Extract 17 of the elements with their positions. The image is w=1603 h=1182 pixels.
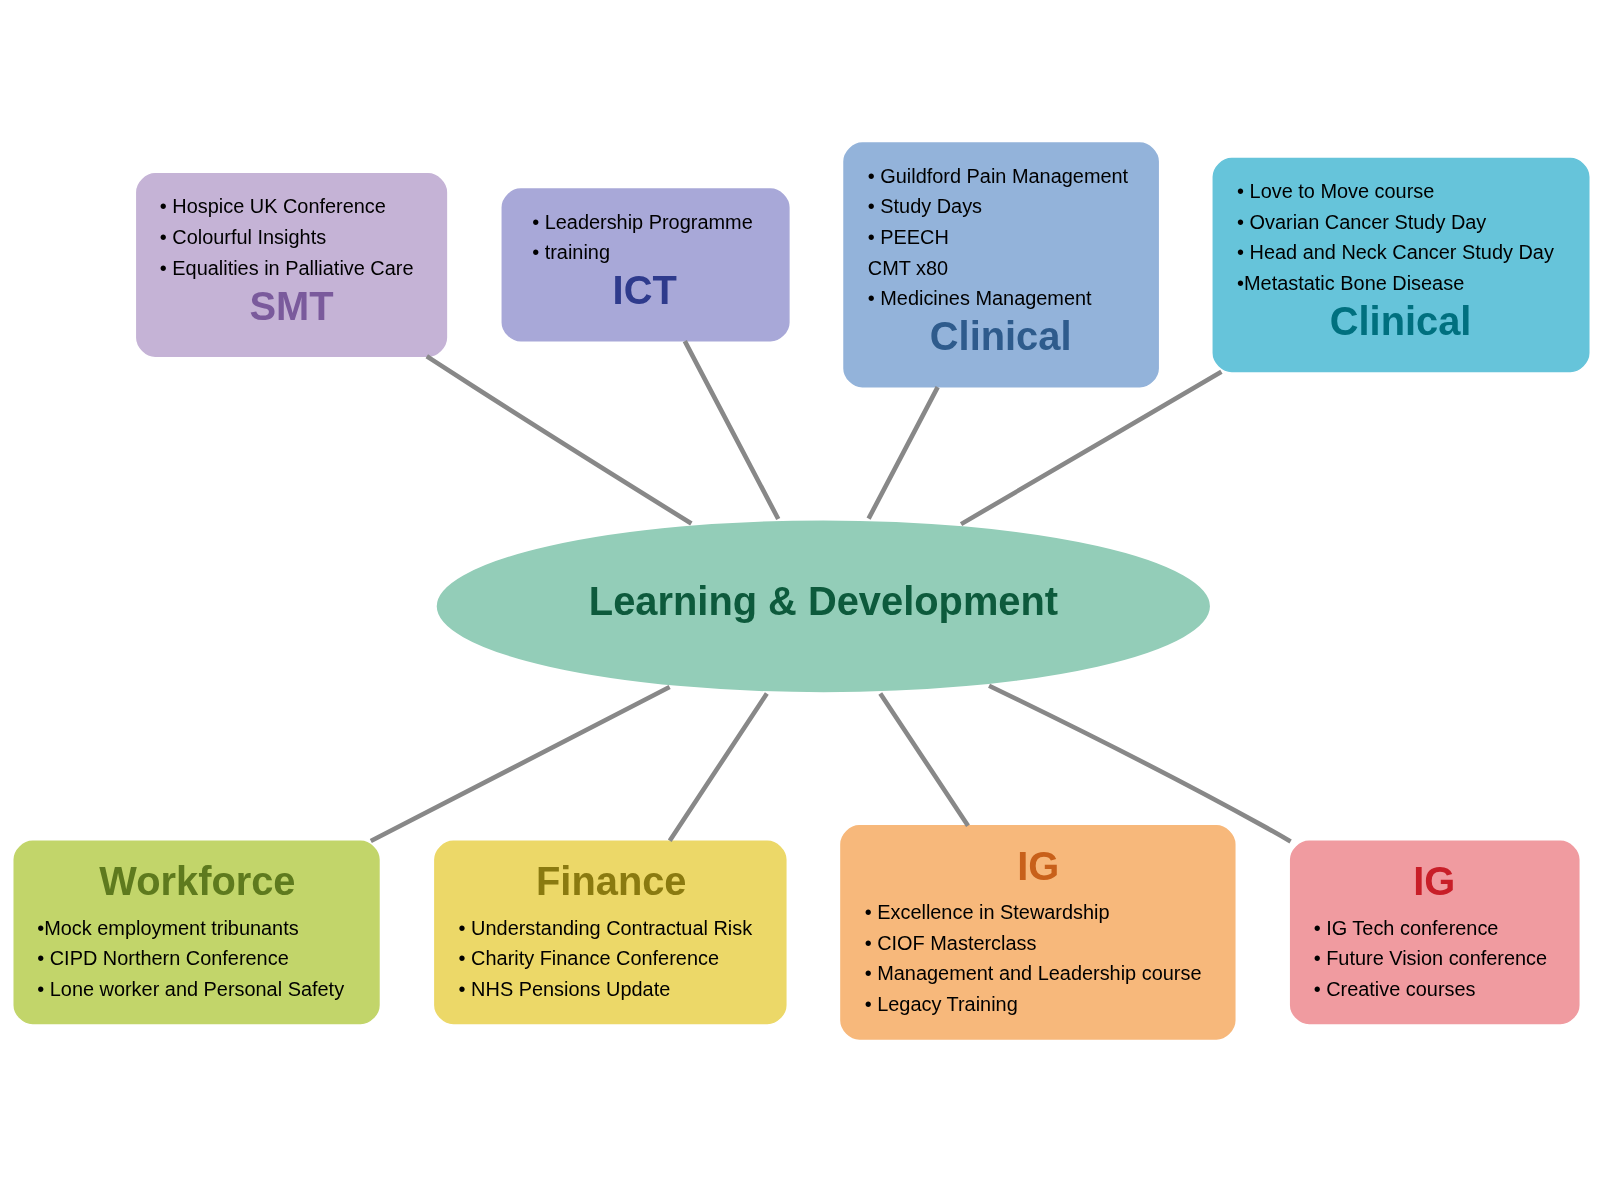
connector (667, 692, 769, 843)
connector (959, 369, 1223, 527)
connector (988, 683, 1292, 844)
node-box: • Love to Move course • Ovarian Cancer Study Day • Head and Neck Cancer Study Day •Metastatic Bone Disease Clinical (1212, 157, 1590, 373)
connector (369, 685, 671, 844)
node-box: • Guildford Pain Management • Study Days • PEECH CMT x80 • Medicines Management Clinical (843, 142, 1159, 388)
node-box: IG • IG Tech conference • Future Vision conference • Creative courses (1289, 840, 1580, 1025)
connector (425, 354, 693, 526)
node-box: • Leadership Programme • training ICT (501, 188, 790, 342)
node-box: • Hospice UK Conference • Colourful Insights • Equalities in Palliative Care SMT (136, 173, 448, 357)
node-box: IG • Excellence in Stewardship • CIOF Masterclass • Management and Leadership course • Legacy Training (840, 825, 1236, 1040)
connector (682, 340, 781, 521)
node-ellipse: Learning & Development (433, 517, 1213, 696)
node-box: Workforce •Mock employment tribunants • CIPD Northern Conference • Lone worker and Personal Safety (13, 840, 380, 1025)
connector (878, 692, 970, 827)
node-box: Finance • Understanding Contractual Risk • Charity Finance Conference • NHS Pensions Update (434, 840, 787, 1025)
connector (866, 386, 940, 520)
